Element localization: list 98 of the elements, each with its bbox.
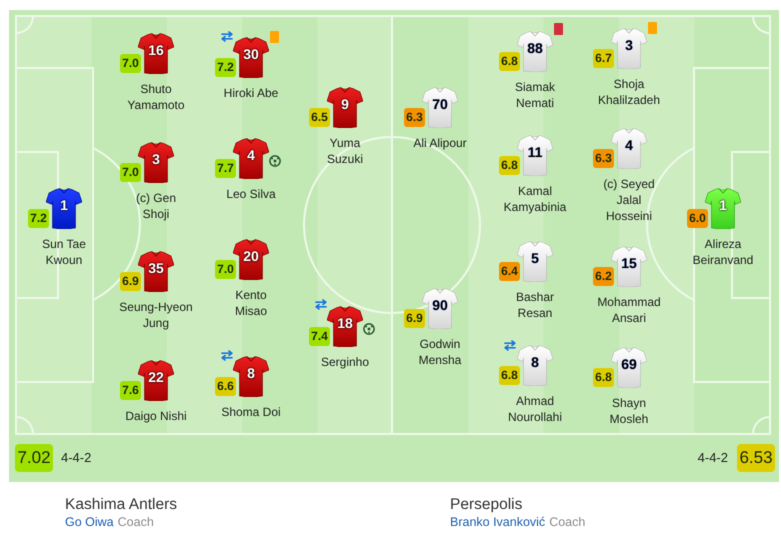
rating-badge: 6.2 [593, 267, 614, 286]
shirt-number: 3 [625, 37, 633, 53]
jersey [611, 28, 647, 69]
rating-badge: 7.0 [120, 163, 141, 182]
rating-badge: 6.5 [309, 108, 330, 127]
rating-badge: 6.0 [687, 209, 708, 228]
jersey [138, 251, 174, 292]
player-name: (c) Seyed Jalal Hosseini [602, 176, 656, 224]
jersey [327, 87, 363, 128]
shirt-number: 11 [528, 144, 542, 160]
jersey [517, 135, 553, 176]
jersey [138, 33, 174, 74]
shirt-number: 1 [719, 197, 727, 213]
player-name: Bashar Resan [514, 289, 556, 321]
jersey [327, 306, 363, 347]
shirt-number: 15 [621, 255, 637, 271]
rating-badge: 6.4 [499, 262, 520, 281]
player-name: Kamal Kamyabinia [502, 183, 568, 215]
jersey [233, 356, 269, 397]
shirt-number: 1 [60, 197, 68, 213]
player-name: Serginho [320, 354, 370, 370]
player-name: (c) Gen Shoji [134, 190, 177, 222]
team-name: Persepolis [450, 496, 522, 514]
shirt-number: 16 [148, 42, 164, 58]
shirt-number: 8 [531, 354, 539, 370]
shirt-number: 88 [527, 40, 543, 56]
rating-badge: 6.6 [215, 377, 236, 396]
shirt-number: 3 [152, 151, 160, 167]
rating-badge: 7.4 [309, 327, 330, 346]
formation-label: 4-4-2 [61, 450, 92, 466]
shirt-number: 90 [432, 297, 448, 313]
rating-badge: 7.0 [215, 260, 236, 279]
shirt-number: 70 [432, 96, 448, 112]
player-name: Shayn Mosleh [608, 395, 650, 427]
player-name: Shoma Doi [221, 404, 281, 420]
player-name: Sun Tae Kwoun [41, 236, 87, 268]
rating-badge: 6.3 [593, 149, 614, 168]
rating-badge: 6.8 [499, 52, 520, 71]
player-name: Yuma Suzuki [326, 135, 364, 167]
player-name: Seung-Hyeon Jung [118, 299, 194, 331]
shirt-number: 4 [247, 147, 255, 163]
shirt-number: 8 [247, 365, 255, 381]
rating-badge: 6.53 [737, 444, 775, 472]
player-name: Godwin Mensha [418, 336, 462, 368]
jersey [611, 246, 647, 287]
rating-badge: 7.6 [120, 381, 141, 400]
rating-badge: 7.2 [215, 58, 236, 77]
shirt-number: 20 [243, 248, 259, 264]
rating-badge: 6.7 [593, 49, 614, 68]
player-name: Ahmad Nourollahi [506, 393, 564, 425]
shirt-number: 5 [531, 250, 539, 266]
jersey [138, 142, 174, 183]
jersey [517, 31, 553, 72]
rating-badge: 7.0 [120, 54, 141, 73]
player-name: Daigo Nishi [125, 408, 187, 424]
shirt-number: 4 [625, 137, 633, 153]
shirt-number: 18 [337, 315, 353, 331]
shirt-number: 9 [341, 96, 349, 112]
player-name: Shuto Yamamoto [126, 81, 186, 113]
rating-badge: 7.02 [15, 444, 53, 472]
role-label: Coach [118, 515, 154, 530]
formation-label: 4-4-2 [698, 450, 728, 466]
player-name: Mohammad Ansari [596, 294, 662, 326]
player-name: Kento Misao [234, 287, 268, 319]
player-name: Hiroki Abe [224, 85, 278, 101]
jersey [611, 347, 647, 388]
jersey [517, 345, 553, 386]
player-name: Shoja Khalilzadeh [596, 76, 662, 108]
rating-badge: 7.2 [28, 209, 49, 228]
rating-badge: 6.8 [593, 368, 614, 387]
jersey [46, 188, 82, 229]
jersey [517, 241, 553, 282]
rating-badge: 6.9 [120, 272, 141, 291]
rating-badge: 6.8 [499, 366, 520, 385]
player-name: Ali Alipour [413, 135, 467, 151]
coach-name-link: Branko Ivanković [450, 515, 546, 530]
jersey [233, 138, 269, 179]
jersey [611, 128, 647, 169]
rating-badge: 7.7 [215, 159, 236, 178]
team-name: Kashima Antlers [65, 496, 177, 514]
player-name: Siamak Nemati [514, 79, 556, 111]
jersey [233, 37, 269, 78]
role-label: Coach [549, 515, 586, 530]
player-name: Alireza Beiranvand [692, 236, 754, 268]
jersey [422, 288, 458, 329]
rating-badge: 6.3 [404, 108, 425, 127]
player-name: Leo Silva [226, 186, 276, 202]
rating-badge: 6.8 [499, 156, 520, 175]
rating-badge: 6.9 [404, 309, 425, 328]
shirt-number: 35 [148, 260, 164, 276]
jersey [233, 239, 269, 280]
jersey [422, 87, 458, 128]
coach-name-link: Go Oiwa [65, 515, 114, 530]
shirt-number: 30 [243, 46, 259, 62]
shirt-number: 69 [621, 356, 637, 372]
jersey [705, 188, 741, 229]
jersey [138, 360, 174, 401]
shirt-number: 22 [148, 369, 164, 385]
